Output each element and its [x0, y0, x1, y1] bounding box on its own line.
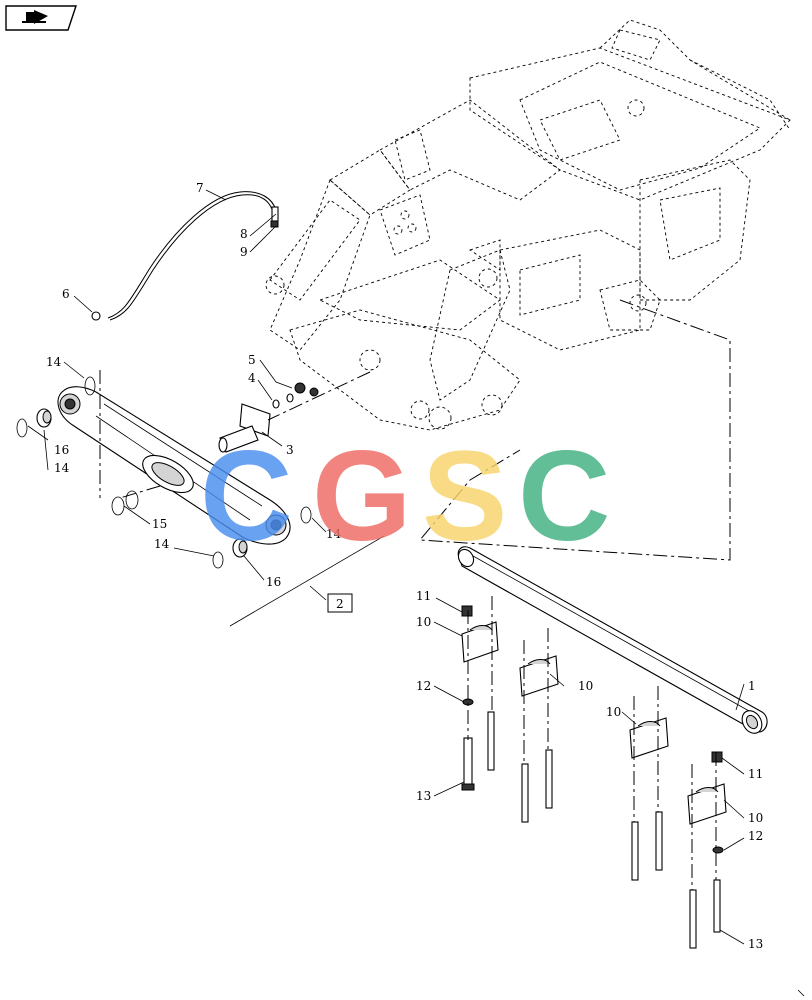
- leader-lines: [27, 189, 745, 945]
- callout-10: 10: [416, 615, 431, 629]
- watermark-letter: C: [518, 425, 610, 568]
- pivot-pin: [218, 403, 271, 453]
- bolt-13: [521, 763, 529, 823]
- cross-shaft: [457, 546, 768, 734]
- bolt-13: [545, 749, 553, 809]
- callout-3: 3: [286, 443, 294, 457]
- bushing-16-lower: [232, 538, 248, 558]
- shim-15: [111, 490, 139, 516]
- callout-11: 11: [416, 589, 431, 603]
- snap-ring-14-left: [16, 418, 28, 438]
- bolt-13: [631, 821, 639, 881]
- snap-ring-14-right: [300, 506, 312, 524]
- callout-7: 7: [196, 181, 204, 195]
- oscillating-beam: [57, 386, 291, 545]
- snap-ring-14-lower: [212, 551, 224, 569]
- watermark-logo: C G S C: [200, 425, 610, 568]
- watermark-letter: G: [312, 425, 412, 568]
- bolt-4: [272, 393, 294, 409]
- chassis-frame: [265, 19, 791, 431]
- callout-2: 2: [336, 597, 344, 611]
- callout-14: 14: [54, 461, 70, 475]
- washer-5: [294, 382, 319, 397]
- callout-14: 14: [154, 537, 170, 551]
- nut-12: [462, 698, 724, 854]
- callout-14: 14: [46, 355, 62, 369]
- bolt-13: [655, 811, 663, 871]
- bolt-13: [689, 889, 697, 949]
- bolt-13: [713, 879, 721, 933]
- callout-16: 16: [266, 575, 281, 589]
- callout-1: 1: [748, 679, 756, 693]
- bushing-16-left: [36, 408, 52, 428]
- clamp-block: [687, 783, 727, 825]
- callout-12: 12: [416, 679, 431, 693]
- next-page-arrow-icon[interactable]: [5, 5, 77, 31]
- callout-10: 10: [748, 811, 763, 825]
- watermark-letter: S: [422, 425, 507, 568]
- callout-10: 10: [578, 679, 593, 693]
- callout-13: 13: [416, 789, 431, 803]
- callout-14: 14: [326, 527, 342, 541]
- snap-ring-14-top: [84, 376, 96, 396]
- plate-11: [461, 605, 723, 763]
- callout-11: 11: [748, 767, 763, 781]
- callout-16: 16: [54, 443, 69, 457]
- bolt-13: [487, 711, 495, 771]
- callout-15: 15: [152, 517, 167, 531]
- watermark-letter: C: [200, 425, 292, 568]
- callout-labels: 1 3 4 5 6 7 8 9 10 10 10 10 11 11 12 12 …: [46, 181, 763, 951]
- callout-6: 6: [62, 287, 70, 301]
- callout-12: 12: [748, 829, 763, 843]
- callout-8: 8: [240, 227, 248, 241]
- assembly-centerlines: [99, 299, 731, 890]
- clamp-block: [461, 621, 499, 663]
- callout-13: 13: [748, 937, 763, 951]
- callout-10: 10: [606, 705, 621, 719]
- callout-9: 9: [240, 245, 248, 259]
- wire-harness: [91, 191, 279, 321]
- callout-2-box: 2: [327, 593, 353, 613]
- callout-4: 4: [248, 371, 256, 385]
- callout-5: 5: [248, 353, 256, 367]
